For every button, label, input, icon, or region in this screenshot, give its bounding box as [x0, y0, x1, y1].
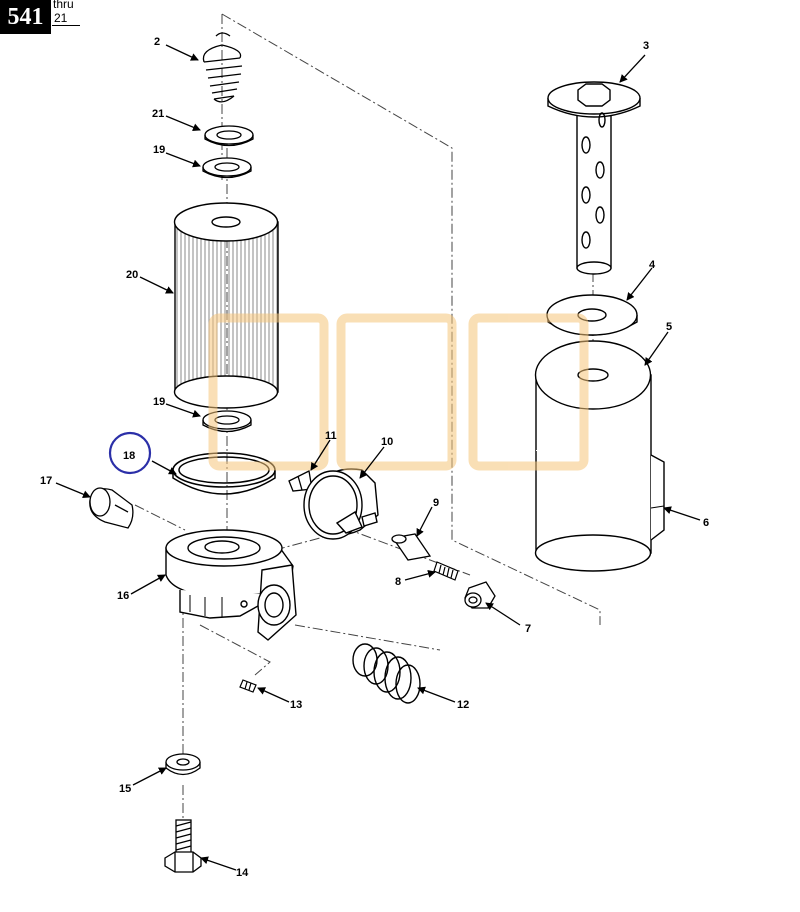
- part-8-set-screw: [433, 561, 459, 581]
- callout-18: 18: [123, 450, 135, 462]
- callout-16: 16: [117, 590, 129, 602]
- part-3-center-tube: [547, 81, 641, 275]
- callout-8: 8: [395, 576, 401, 588]
- part-10-indicator: [303, 468, 379, 540]
- part-21-washer: [204, 125, 254, 147]
- callout-3: 3: [643, 40, 649, 52]
- part-12-spring: [352, 643, 421, 704]
- callout-20: 20: [126, 269, 138, 281]
- part-19-washer-upper: [202, 157, 252, 179]
- callout-17: 17: [40, 475, 52, 487]
- callout-9: 9: [433, 497, 439, 509]
- part-7-fitting: [464, 581, 496, 609]
- part-17-plug: [89, 487, 134, 529]
- callout-10: 10: [381, 436, 393, 448]
- callout-2: 2: [154, 36, 160, 48]
- part-5-housing: [534, 340, 665, 572]
- callout-14: 14: [236, 867, 249, 879]
- leader-arrows: [55, 44, 701, 871]
- callout-11: 11: [325, 430, 337, 442]
- callout-19-upper: 19: [153, 144, 165, 156]
- part-2-spring: [202, 32, 243, 103]
- range-rule: [52, 25, 80, 26]
- callout-4: 4: [649, 259, 656, 271]
- callout-21: 21: [152, 108, 164, 120]
- watermark-logo: [208, 313, 589, 471]
- callout-12: 12: [457, 699, 469, 711]
- callout-labels: 2 3 4 5 6 7 8 9 10 11 12 13 14 15 16 17 …: [40, 36, 709, 879]
- part-15-washer: [165, 753, 201, 776]
- part-18-o-ring: [172, 452, 276, 495]
- callout-5: 5: [666, 321, 672, 333]
- part-9-sleeve: [391, 533, 432, 561]
- callout-6: 6: [703, 517, 709, 529]
- part-16-filter-head: [165, 529, 297, 641]
- callout-13: 13: [290, 699, 302, 711]
- part-13-pin: [239, 679, 257, 693]
- part-14-bolt: [164, 819, 202, 873]
- part-20-filter-element: [173, 202, 279, 409]
- range-end: 21: [54, 11, 68, 25]
- callout-7: 7: [525, 623, 531, 635]
- callout-19-lower: 19: [153, 396, 165, 408]
- callout-18-highlight: [108, 431, 152, 475]
- callout-15: 15: [119, 783, 131, 795]
- page-number-badge: 541: [0, 0, 51, 34]
- range-word: thru: [53, 0, 74, 11]
